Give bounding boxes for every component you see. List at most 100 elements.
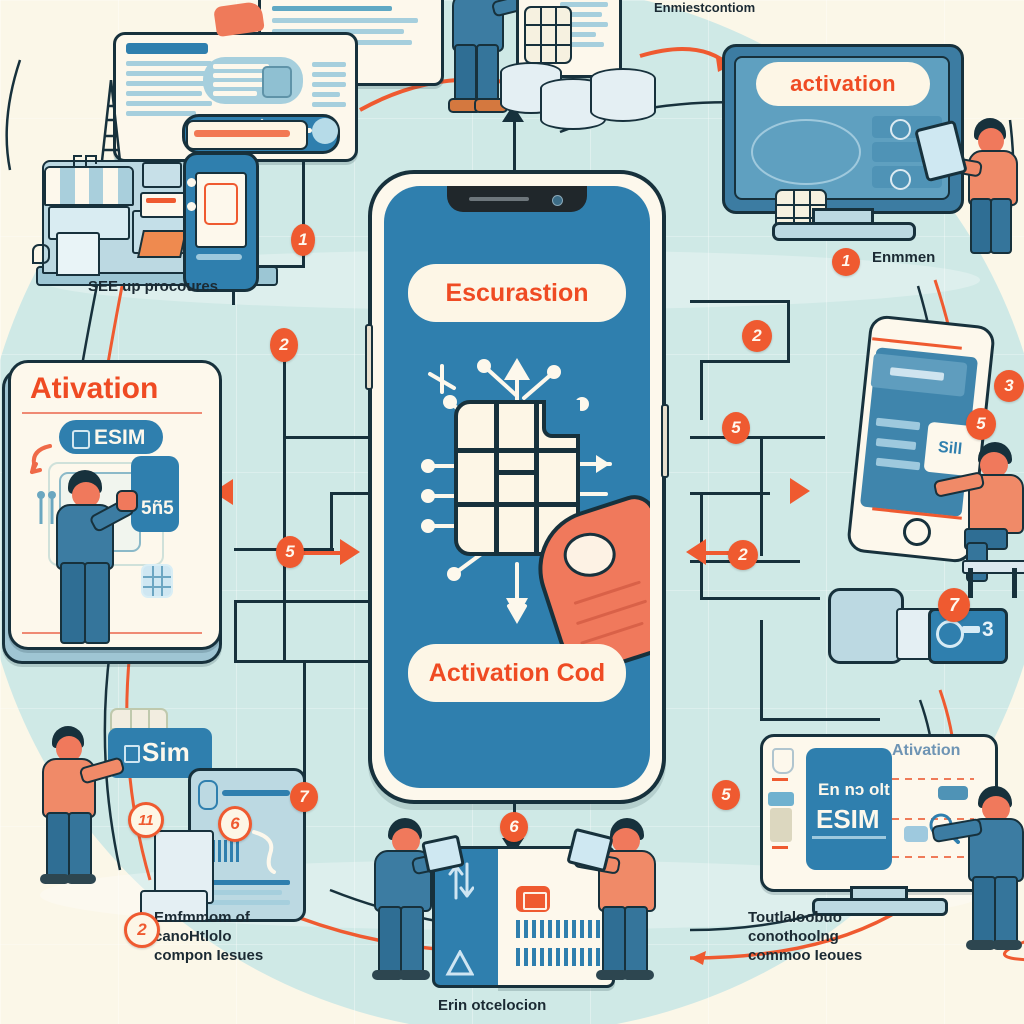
rail-left-3-v — [283, 360, 286, 660]
step-badge-4[interactable]: 1 — [832, 248, 860, 276]
step-badge-3-value: 5 — [285, 542, 295, 561]
bottom-center-barcode-2 — [516, 948, 606, 966]
bottom-center-transfer-icon — [448, 860, 475, 902]
bottom-left-sim-badge-icon — [124, 745, 140, 763]
card-left-pins — [36, 490, 60, 530]
top-center-sim-chip — [524, 6, 572, 64]
rail-right-5-h — [700, 597, 820, 600]
phone-power-button[interactable] — [661, 404, 669, 478]
step-badge-12-value: 6 — [230, 814, 240, 833]
bottom-left-doc-lines — [198, 880, 290, 905]
doc-blue-bar-end — [312, 118, 338, 144]
step-badge-15[interactable]: 5 — [712, 780, 740, 810]
person-left-card — [52, 470, 138, 650]
kiosk-dot-1 — [187, 178, 196, 187]
step-badge-16-value: 2 — [137, 920, 147, 939]
bottom-left-sim-badge-label: Sim — [142, 737, 190, 767]
phone-top-pill[interactable]: Escurastion — [408, 264, 626, 322]
step-badge-12[interactable]: 6 — [218, 806, 252, 842]
step-badge-9[interactable]: 2 — [728, 540, 758, 570]
person-bottom-center-left — [370, 818, 458, 986]
bottom-left-stack-2 — [140, 890, 208, 922]
monitor-activation-label: activation — [790, 71, 896, 96]
monitor-bottom-side-arrow-1 — [772, 778, 788, 781]
arrow-left-right-lower — [686, 539, 706, 565]
step-badge-11[interactable]: 7 — [290, 782, 318, 812]
label-error-selection: Erin otcelocion — [438, 997, 547, 1014]
step-badge-15-value: 5 — [721, 785, 731, 804]
rail-right-2-v — [700, 360, 703, 420]
right-sim-tile — [828, 588, 904, 664]
doc-panel-main-center-lines — [213, 64, 273, 96]
shield-icon — [772, 748, 794, 774]
label-emission-line2: canoHtlolo — [154, 928, 232, 946]
sim-stack-3 — [590, 68, 656, 122]
stool-right — [962, 560, 1024, 574]
stool-leg-1 — [968, 568, 973, 598]
rail-right-6-v — [760, 620, 763, 720]
step-badge-1[interactable]: 1 — [291, 224, 315, 256]
monitor-bottom-chip-1 — [938, 786, 968, 800]
monitor-icon-circle-1 — [890, 119, 911, 140]
center-phone[interactable]: Escurastion — [365, 170, 669, 804]
rail-left-1-v — [302, 150, 305, 268]
step-badge-3[interactable]: 5 — [276, 536, 304, 568]
monitor-bottom-tile-line2: ESIM — [816, 804, 880, 834]
rail-right-1-h — [690, 300, 790, 303]
person-bottom-center-right — [572, 818, 670, 986]
card-left-code-sim-icon — [141, 564, 173, 598]
thumb-nail — [562, 531, 617, 578]
person-top-center — [440, 0, 542, 116]
step-badge-13[interactable]: 11 — [128, 802, 164, 838]
step-badge-14-value: 6 — [509, 817, 519, 836]
cell-tower-icon — [98, 79, 124, 171]
bottom-center-orange-icon-inner — [523, 892, 547, 910]
person-top-right — [936, 118, 1024, 256]
step-badge-16[interactable]: 2 — [124, 912, 160, 948]
step-badge-9-value: 2 — [738, 545, 748, 564]
label-emission-common-issues: Emfmmom of canoHtlolo compon Iesues — [154, 908, 263, 966]
monitor-bottom-tile-line1: En nɔ olt — [818, 780, 890, 799]
step-badge-5[interactable]: 2 — [742, 320, 772, 352]
step-badge-8[interactable]: 5 — [966, 408, 996, 440]
step-badge-4-value: 1 — [841, 253, 851, 270]
step-badge-2[interactable]: 2 — [270, 328, 298, 362]
doc-red-tag-bar — [194, 130, 290, 137]
monitor-bottom-panel-title: Ativation — [892, 742, 961, 759]
phone-screen[interactable]: Escurastion — [384, 186, 650, 788]
card-left-divider-top — [22, 412, 202, 414]
doc-panel-main-right-lines — [312, 62, 348, 107]
rail-right-2-h — [700, 360, 790, 363]
kiosk-bottom-bar — [196, 254, 242, 260]
step-badge-14[interactable]: 6 — [500, 812, 528, 842]
phone-volume-button[interactable] — [365, 324, 373, 390]
phone-bottom-pill-label: Activation Cod — [428, 658, 606, 687]
monitor-activation-pill: activation — [756, 62, 930, 106]
rail-right-7-h — [760, 718, 880, 721]
rail-left-8-v — [303, 660, 306, 810]
phone-bottom-pill[interactable]: Activation Cod — [408, 644, 626, 702]
monitor-bottom-side-tab — [768, 792, 794, 806]
person-bottom-left — [36, 726, 126, 886]
monitor-icon-circle-2 — [890, 169, 911, 190]
step-badge-2-value: 2 — [279, 335, 289, 354]
monitor-bottom-dash-3 — [892, 856, 974, 858]
step-badge-1-value: 1 — [298, 230, 308, 249]
step-badge-7[interactable]: 5 — [722, 412, 750, 444]
phone-speaker — [469, 197, 529, 201]
bottom-center-orange-icon — [516, 886, 550, 912]
label-troubleshooting-line2: conothoolng — [748, 928, 839, 946]
rail-right-3-v — [760, 436, 763, 556]
card-left-code-tile — [131, 456, 179, 532]
step-badge-10[interactable]: 7 — [938, 588, 970, 622]
arrow-right-left-lower — [340, 539, 360, 565]
bottom-center-barcode-1 — [516, 920, 606, 938]
step-badge-6[interactable]: 3 — [994, 370, 1024, 402]
step-badge-11-value: 7 — [299, 787, 309, 806]
bottom-left-doc-bar — [222, 790, 290, 796]
person-bottom-right — [930, 786, 1024, 956]
step-badge-6-value: 3 — [1004, 376, 1014, 395]
bottom-left-doc-swirl — [248, 828, 282, 874]
label-emission-line3: compon Iesues — [154, 947, 264, 965]
doc-panel-main-left-lines — [126, 43, 216, 116]
